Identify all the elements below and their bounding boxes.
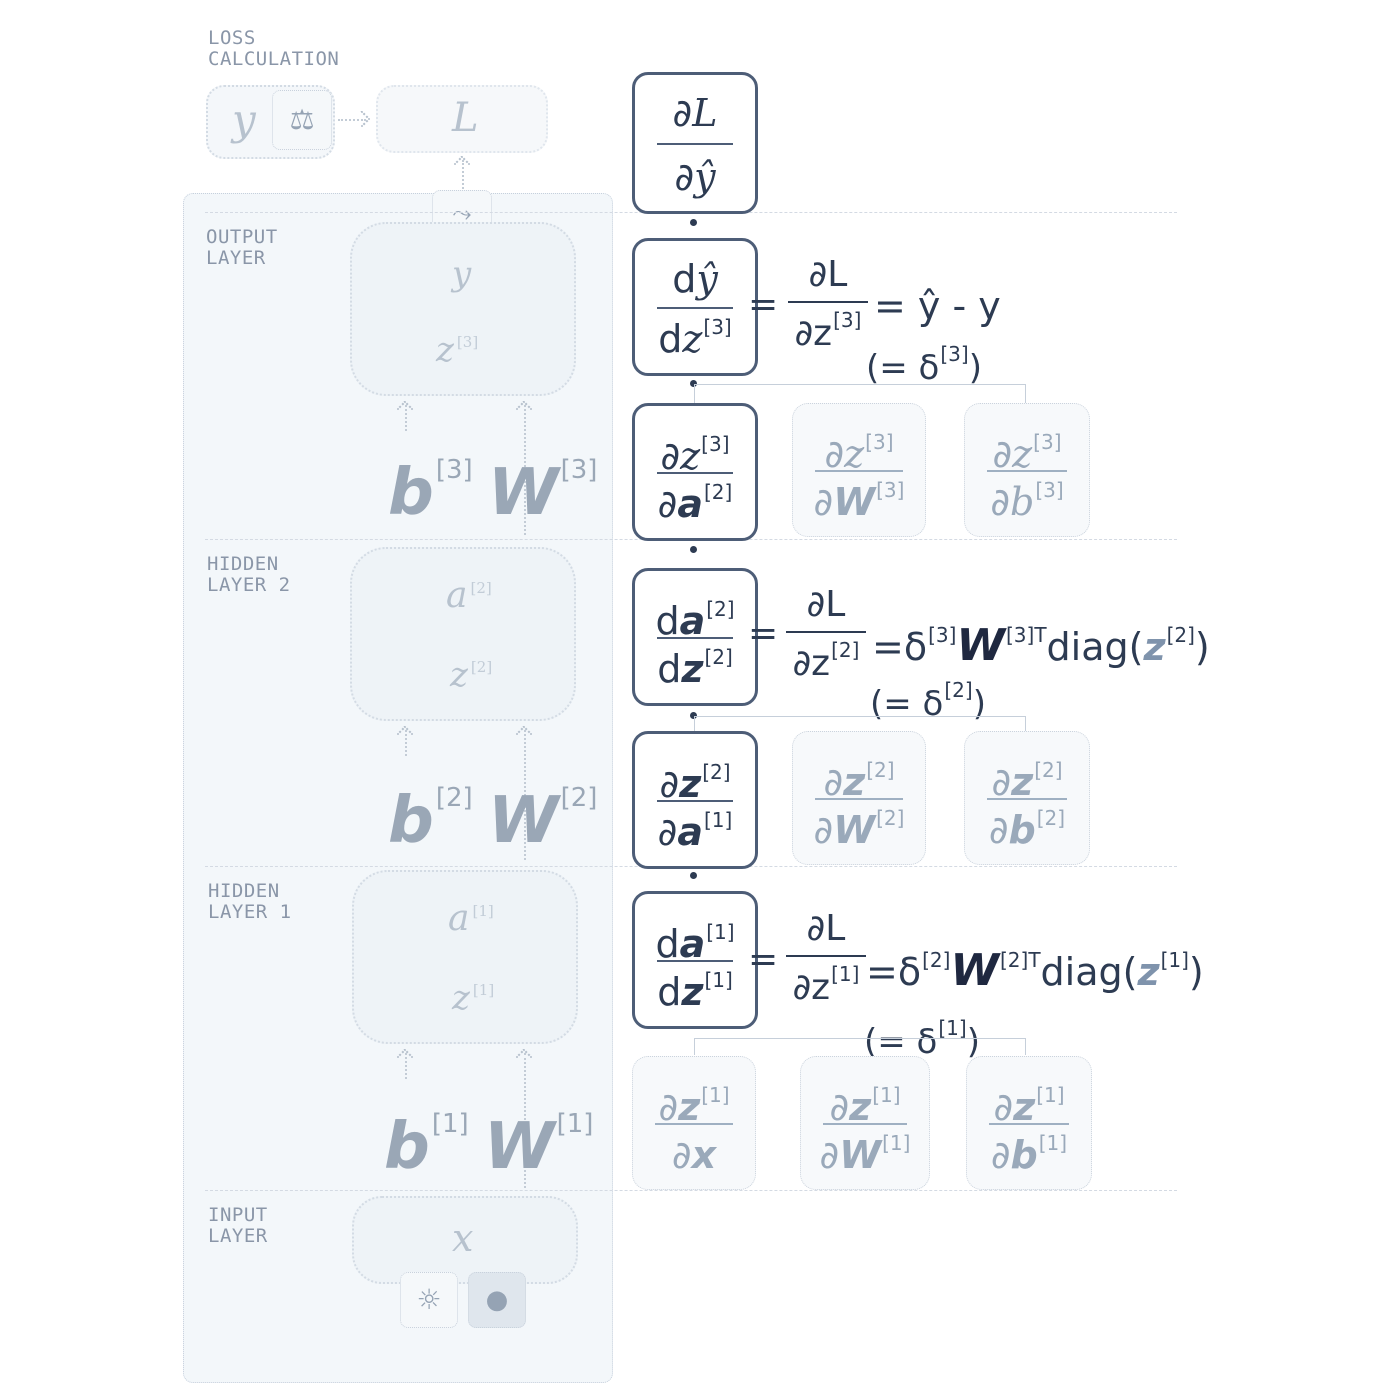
loss-L-symbol: L bbox=[452, 95, 479, 141]
W3-arrow bbox=[524, 405, 526, 535]
param-b2: b[2] bbox=[388, 783, 473, 858]
loss-function-icon: ⚖ bbox=[272, 90, 332, 150]
loss-arrow bbox=[338, 119, 366, 121]
eq2-rhs: =δ[3]W[3]Tdiag(z[2]) bbox=[872, 620, 1210, 671]
grad-dz3-da2: ∂z[3] ∂a[2] bbox=[632, 403, 758, 541]
grad-da2-dz2: da[2] dz[2] bbox=[632, 568, 758, 706]
eq1-rhs: =δ[2]W[2]Tdiag(z[1]) bbox=[866, 945, 1204, 996]
eq3-equals: = bbox=[748, 284, 779, 325]
delta2-note: (= δ[2]) bbox=[870, 678, 986, 724]
connector-layer2 bbox=[694, 716, 1026, 735]
output-to-loss-arrow bbox=[462, 160, 464, 196]
hidden1-neuron: a[1] z[1] bbox=[352, 870, 578, 1044]
output-neuron: y z[3] bbox=[350, 222, 576, 396]
hidden2-neuron: a[2] z[2] bbox=[350, 547, 576, 721]
grad-dz1-dx: ∂z[1] ∂x bbox=[632, 1056, 756, 1190]
chain-dot-3 bbox=[690, 546, 697, 553]
input-x-symbol: x bbox=[452, 1216, 474, 1260]
eq2-equals: = bbox=[748, 613, 779, 654]
grad-dz3-db3: ∂z[3] ∂b[3] bbox=[964, 403, 1090, 537]
hidden2-a-symbol: a[2] bbox=[446, 575, 492, 616]
loss-node: L bbox=[376, 85, 548, 153]
b2-arrow bbox=[405, 730, 407, 756]
connector-layer3 bbox=[694, 384, 1026, 405]
eq3-fraction: ∂L ∂z[3] bbox=[788, 254, 868, 354]
chain-dot-2 bbox=[690, 380, 697, 387]
hidden1-a-symbol: a[1] bbox=[448, 898, 494, 939]
eq2-fraction: ∂L ∂z[2] bbox=[786, 584, 866, 684]
delta1-note: (= δ[1]) bbox=[864, 1016, 980, 1062]
grad-dL-dyhat: ∂L ∂ŷ bbox=[632, 72, 758, 214]
eq3-rhs: = ŷ - y bbox=[874, 284, 1001, 328]
connector-layer1 bbox=[694, 1038, 1026, 1055]
hidden1-z-symbol: z[1] bbox=[452, 978, 495, 1018]
param-W3: W[3] bbox=[488, 455, 598, 530]
chain-dot-5 bbox=[690, 872, 697, 879]
W2-arrow bbox=[524, 730, 526, 860]
eq1-equals: = bbox=[748, 939, 779, 980]
section-label-hidden2: HIDDEN LAYER 2 bbox=[207, 553, 291, 596]
grad-dz2-dW2: ∂z[2] ∂W[2] bbox=[792, 731, 926, 865]
chain-dot-4 bbox=[690, 712, 697, 719]
param-W1: W[1] bbox=[484, 1109, 594, 1184]
grad-da1-dz1: da[1] dz[1] bbox=[632, 891, 758, 1029]
param-b1: b[1] bbox=[384, 1109, 469, 1184]
loss-y-symbol: y bbox=[232, 95, 256, 144]
param-W2: W[2] bbox=[488, 783, 598, 858]
grad-dz2-da1: ∂z[2] ∂a[1] bbox=[632, 731, 758, 869]
sun-icon: ☼ bbox=[400, 1272, 458, 1328]
b3-arrow bbox=[405, 405, 407, 431]
section-label-input: INPUT LAYER bbox=[208, 1204, 268, 1247]
grad-dz2-db2: ∂z[2] ∂b[2] bbox=[964, 731, 1090, 865]
output-z-symbol: z[3] bbox=[436, 330, 479, 370]
param-b3: b[3] bbox=[388, 455, 473, 530]
section-label-hidden1: HIDDEN LAYER 1 bbox=[208, 880, 292, 923]
input-node: x bbox=[352, 1196, 578, 1284]
section-label-loss: LOSS CALCULATION bbox=[208, 27, 340, 70]
W1-arrow bbox=[524, 1053, 526, 1188]
hidden2-z-symbol: z[2] bbox=[450, 655, 493, 695]
section-label-output: OUTPUT LAYER bbox=[206, 226, 278, 269]
loss-arrow-head bbox=[353, 110, 371, 128]
grad-dz1-dW1: ∂z[1] ∂W[1] bbox=[800, 1056, 930, 1190]
output-yhat-symbol: y bbox=[452, 254, 472, 294]
grad-dz3-dW3: ∂z[3] ∂W[3] bbox=[792, 403, 926, 537]
separator-input bbox=[205, 1190, 1177, 1191]
pill-icon: ● bbox=[468, 1272, 526, 1328]
chain-dot-1 bbox=[690, 219, 697, 226]
delta3-note: (= δ[3]) bbox=[866, 342, 982, 388]
grad-dyhat-dz3: dŷ dz[3] bbox=[632, 238, 758, 376]
grad-dz1-db1: ∂z[1] ∂b[1] bbox=[966, 1056, 1092, 1190]
eq1-fraction: ∂L ∂z[1] bbox=[786, 908, 866, 1008]
b1-arrow bbox=[405, 1053, 407, 1079]
